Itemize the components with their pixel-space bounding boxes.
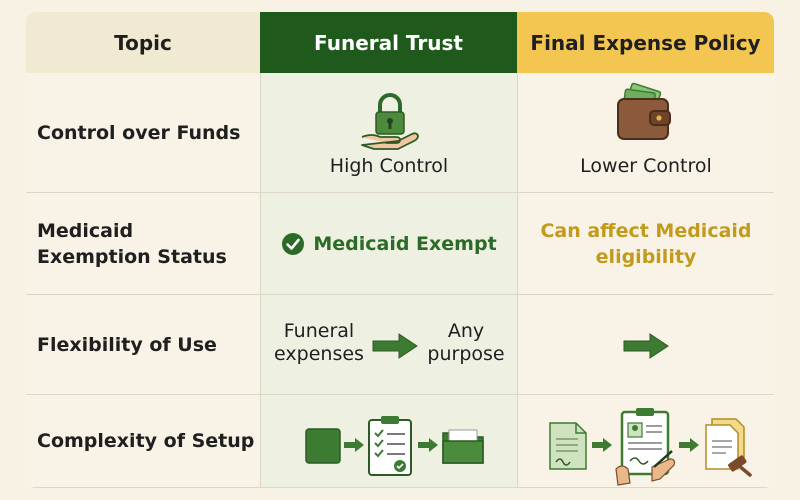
topic-label: Control over Funds — [37, 121, 241, 144]
arrow-right-icon — [592, 438, 612, 452]
wallet-icon — [617, 82, 671, 140]
control-trust-label: High Control — [329, 155, 449, 177]
arrow-right-icon — [344, 438, 364, 452]
document-icon — [549, 422, 587, 470]
medicaid-final-label: Can affect Medicaid eligibility — [540, 219, 752, 268]
header-topic-label: Topic — [114, 30, 172, 55]
flexibility-from-label: Funeral expenses — [274, 320, 364, 365]
row-flexibility-trust: Funeral expenses Any purpose — [260, 295, 517, 395]
header-funeral-trust-label: Funeral Trust — [314, 30, 463, 55]
row-complexity-final — [517, 395, 774, 488]
arrow-right-icon — [372, 333, 418, 359]
flexibility-to-label: Any purpose — [427, 320, 505, 365]
row-control-trust: High Control — [260, 73, 517, 193]
comparison-table: Topic Funeral Trust Final Expense Policy… — [26, 12, 774, 488]
header-final-expense: Final Expense Policy — [517, 12, 774, 73]
padlock-hand-icon — [361, 93, 419, 150]
header-topic: Topic — [26, 12, 260, 73]
row-complexity-topic: Complexity of Setup — [26, 395, 260, 488]
control-final-label: Lower Control — [580, 155, 712, 177]
row-flexibility-topic: Flexibility of Use — [26, 295, 260, 395]
row-flexibility-final — [517, 295, 774, 395]
row-control-topic: Control over Funds — [26, 73, 260, 193]
topic-label: Complexity of Setup — [37, 430, 255, 452]
row-medicaid-final: Can affect Medicaid eligibility — [517, 193, 774, 295]
topic-label: Flexibility of Use — [37, 333, 217, 356]
green-box-icon — [305, 428, 341, 464]
check-circle-icon — [282, 232, 305, 255]
row-medicaid-topic: Medicaid Exemption Status — [26, 193, 260, 295]
gavel-document-icon — [705, 418, 752, 477]
header-funeral-trust: Funeral Trust — [260, 12, 517, 73]
medicaid-trust-label: Medicaid Exempt — [313, 232, 497, 255]
header-final-expense-label: Final Expense Policy — [530, 30, 761, 55]
row-control-final: Lower Control — [517, 73, 774, 193]
arrow-right-icon — [418, 438, 438, 452]
topic-label: Medicaid Exemption Status — [37, 219, 227, 268]
folder-icon — [442, 429, 484, 464]
row-complexity-trust — [260, 395, 517, 488]
signing-clipboard-icon — [615, 408, 676, 486]
arrow-right-icon — [623, 333, 669, 359]
arrow-right-icon — [679, 438, 699, 452]
medicaid-exempt-status: Medicaid Exempt — [261, 232, 517, 256]
row-medicaid-trust: Medicaid Exempt — [260, 193, 517, 295]
checklist-clipboard-icon — [368, 416, 412, 476]
